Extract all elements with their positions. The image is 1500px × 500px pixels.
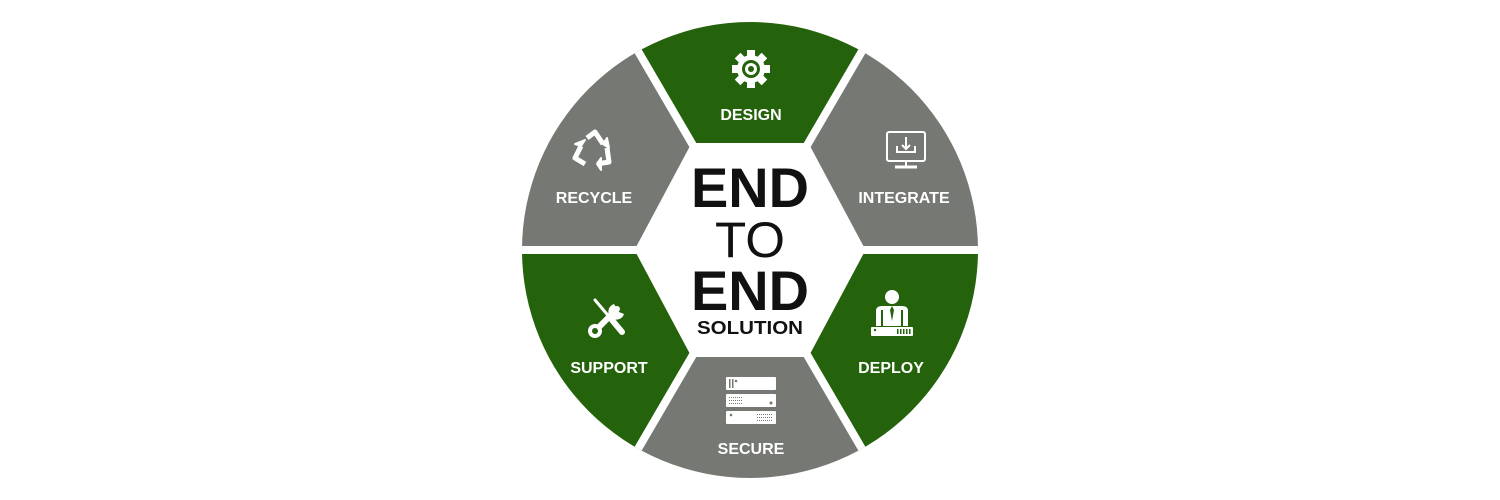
title-line-2: TO <box>715 212 785 268</box>
monitor-download-icon <box>886 131 926 169</box>
center-hexagon <box>634 143 866 357</box>
wrench-screwdriver-icon <box>588 298 625 338</box>
title-line-3: END <box>691 259 809 322</box>
person-server-icon <box>871 290 913 336</box>
segment-label-deploy: DEPLOY <box>858 360 924 377</box>
server-rack-icon <box>726 377 776 424</box>
segment-label-design: DESIGN <box>720 107 781 124</box>
segment-label-recycle: RECYCLE <box>556 190 633 207</box>
gear-icon <box>732 50 770 88</box>
title-line-1: END <box>691 156 809 219</box>
title-line-4: SOLUTION <box>697 318 803 338</box>
segment-label-support: SUPPORT <box>570 360 648 377</box>
segment-label-secure: SECURE <box>718 441 785 458</box>
segment-label-integrate: INTEGRATE <box>858 190 950 207</box>
recycle-icon <box>572 129 612 171</box>
